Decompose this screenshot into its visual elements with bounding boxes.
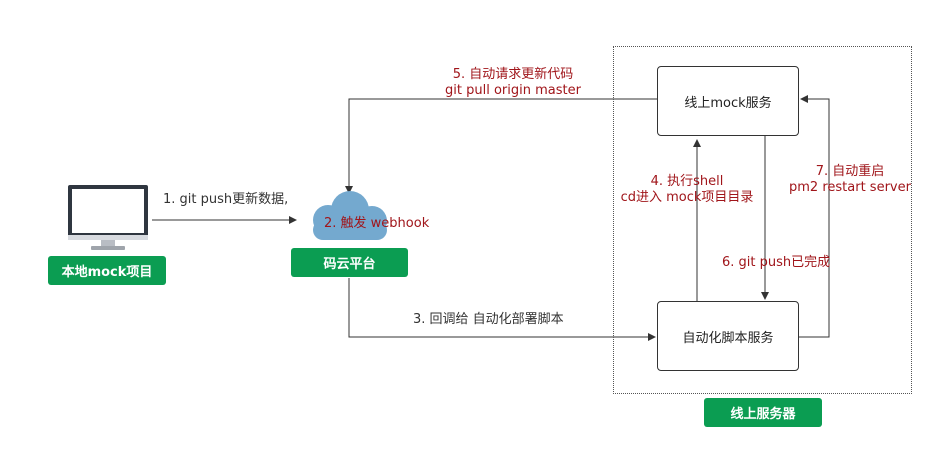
online-server-tag: 线上服务器 [704,398,822,427]
step7-line2: pm2 restart server [789,180,911,195]
cloud-icon [313,191,387,240]
step7-label: 7. 自动重启 pm2 restart server [787,164,913,196]
server-frame [613,46,912,394]
step6-label: 6. git push已完成 [722,255,831,270]
mayun-platform-label: 码云平台 [323,257,376,272]
step4-line2: cd进入 mock项目目录 [620,190,754,205]
step5-label: 5. 自动请求更新代码 git pull origin master [438,67,588,99]
edge-step7 [799,95,830,338]
step3-label: 3. 回调给 自动化部署脚本 [413,312,564,327]
edge-step3 [348,278,656,341]
step5-line2: git pull origin master [445,83,581,98]
step5-line1: 5. 自动请求更新代码 [452,67,574,82]
step2-label: 2. 触发 webhook [324,216,430,231]
online-mock-service-label: 线上mock服务 [684,95,772,111]
step1-label: 1. git push更新数据, [163,192,289,207]
step7-line1: 7. 自动重启 [815,164,885,179]
local-project-tag: 本地mock项目 [48,256,166,285]
monitor-icon [68,185,148,250]
mayun-platform-tag: 码云平台 [291,248,408,277]
step4-label: 4. 执行shell cd进入 mock项目目录 [612,174,762,206]
edge-step5 [345,98,657,194]
online-mock-service-box: 线上mock服务 [657,66,799,136]
online-server-label: 线上服务器 [730,407,796,422]
auto-script-service-box: 自动化脚本服务 [657,301,799,371]
step4-line1: 4. 执行shell [650,174,724,189]
auto-script-service-label: 自动化脚本服务 [682,330,774,346]
local-project-label: 本地mock项目 [61,265,153,280]
